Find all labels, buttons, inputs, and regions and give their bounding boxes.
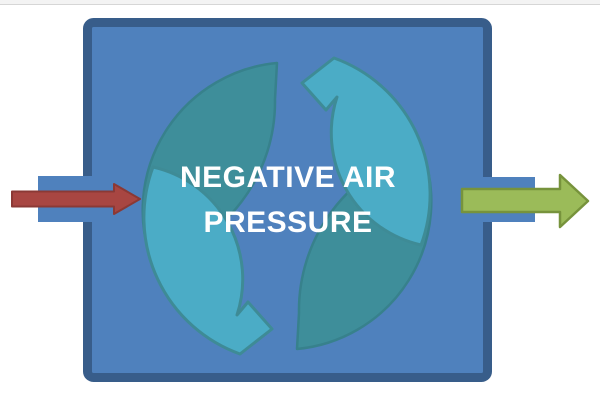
inflow-arrow-icon — [11, 183, 141, 215]
cycle-arrow-bottom-icon — [142, 165, 274, 356]
pressure-label-line2: PRESSURE — [203, 206, 372, 239]
outflow-arrow-icon — [460, 173, 590, 229]
circulation-cycle — [141, 56, 433, 356]
cycle-arrow-top-icon — [300, 56, 432, 247]
slide-top-edge-divider — [0, 0, 600, 5]
pressure-label-line1: NEGATIVE AIR — [180, 161, 396, 194]
